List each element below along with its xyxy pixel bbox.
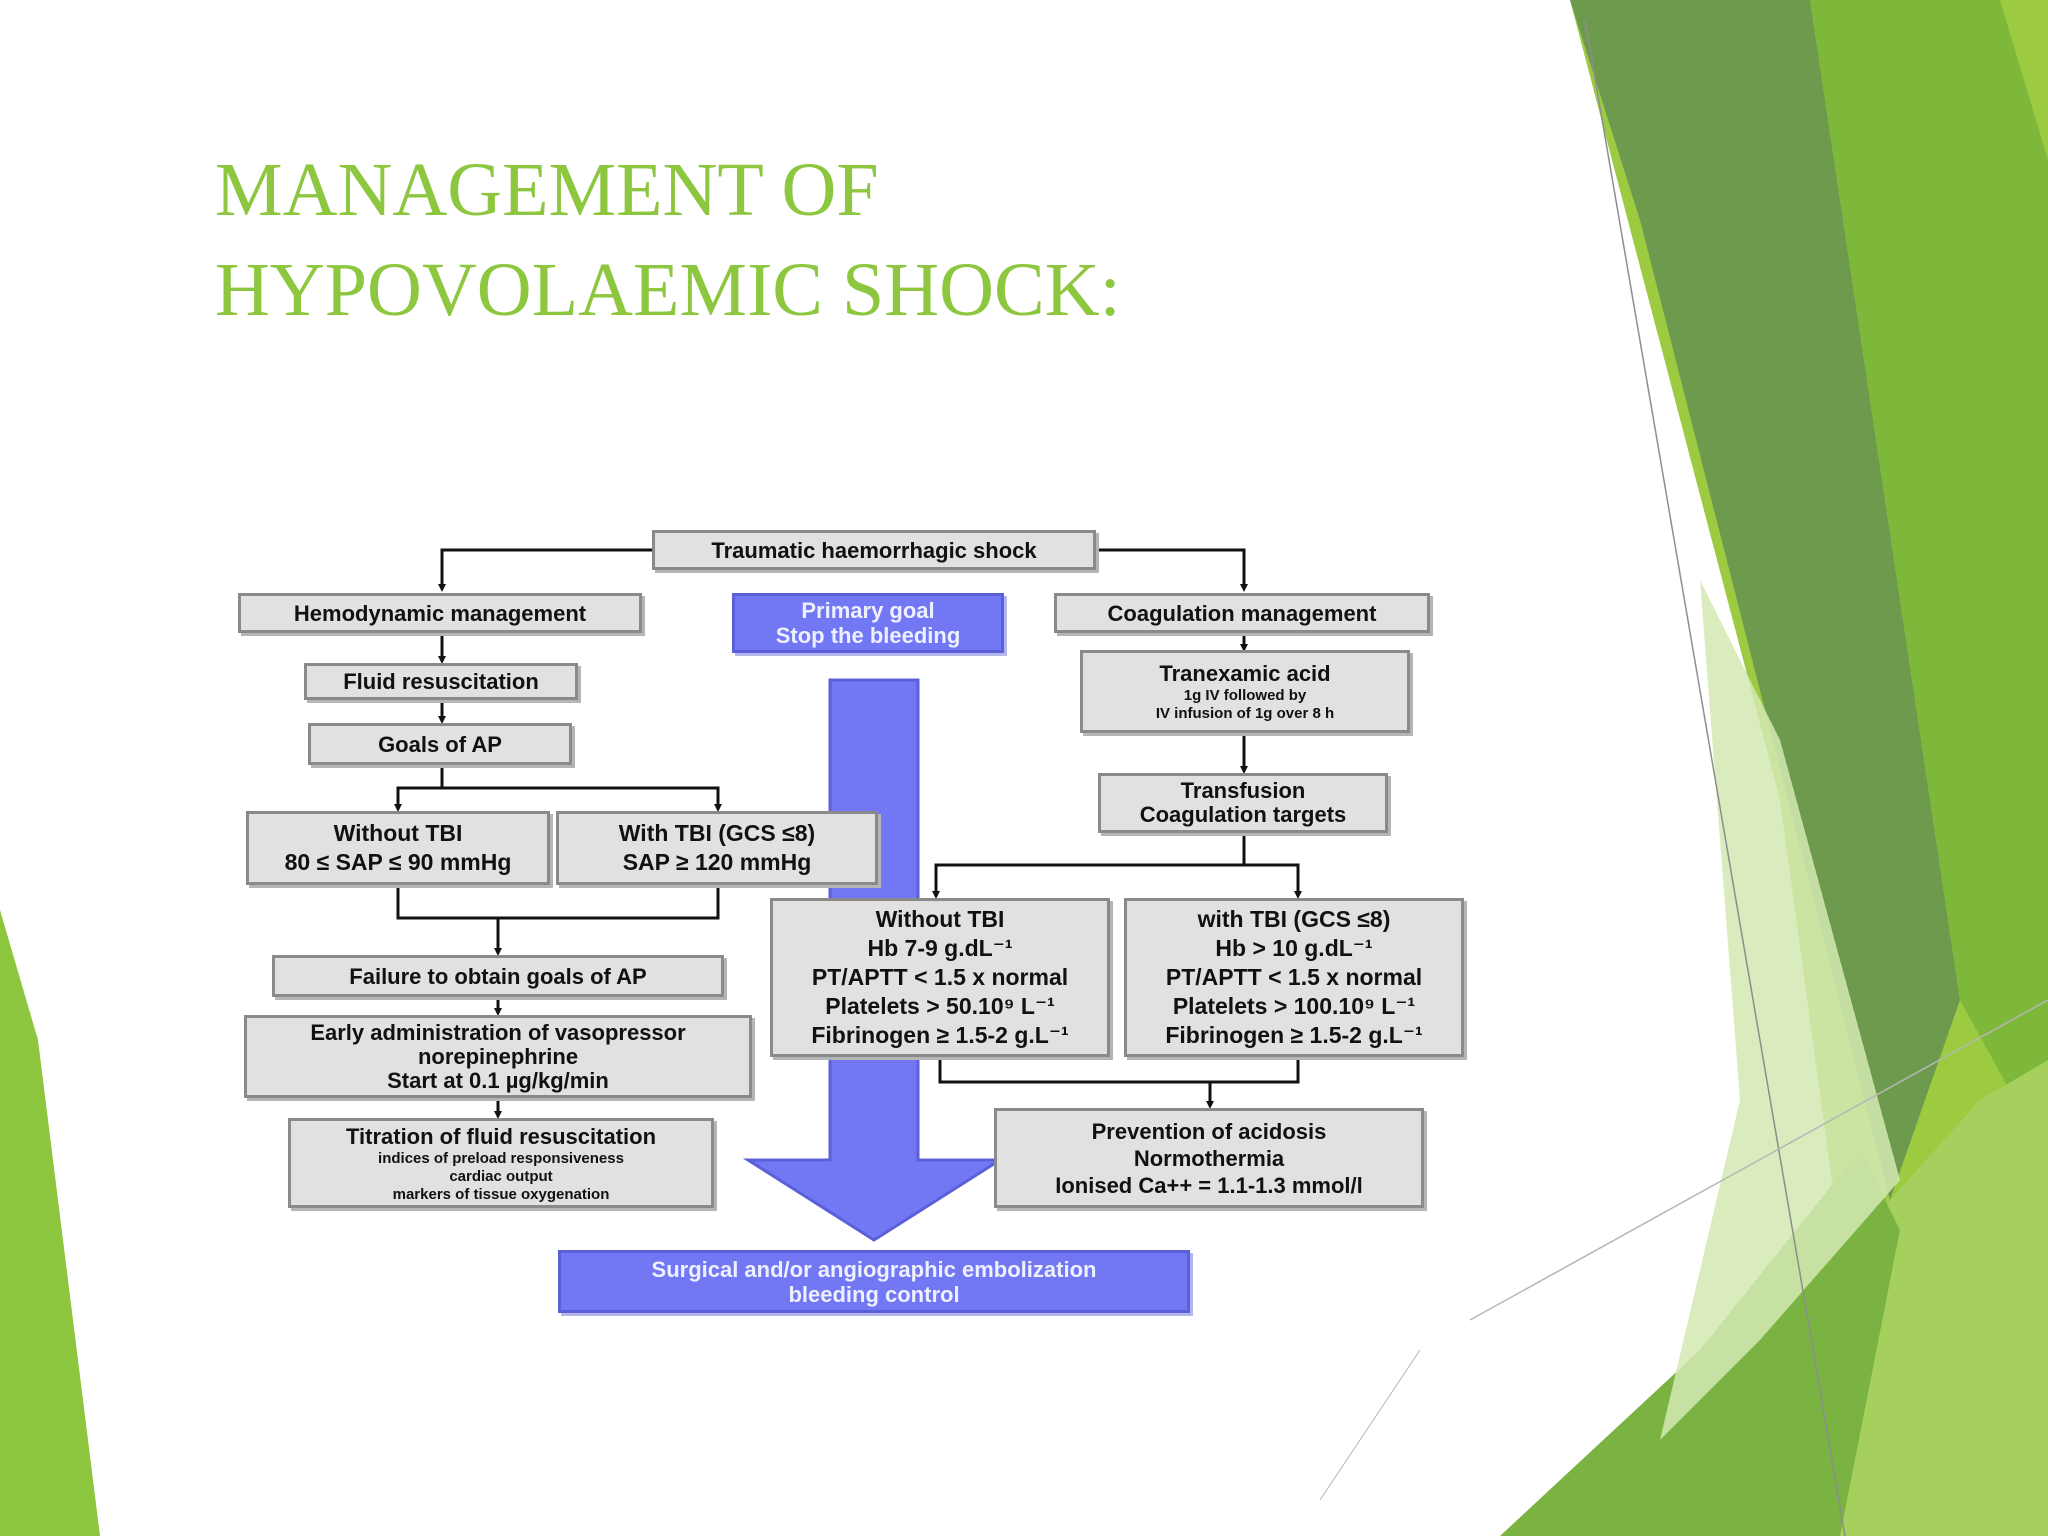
root-box-traumatic-shock: Traumatic haemorrhagic shock [652,530,1096,570]
deco-line-2 [1469,999,2048,1321]
with-tbi-sap-line-2: SAP ≥ 120 mmHg [622,849,812,875]
primary-goal-box: Primary goal Stop the bleeding [732,593,1004,653]
deco-line-1 [1584,19,1846,1536]
titration-line-3: cardiac output [449,1167,553,1185]
slide-title-line-2: HYPOVOLAEMIC SHOCK: [215,248,1121,332]
slide-title-line-1: MANAGEMENT OF [215,148,879,232]
without-tbi-sap-line-2: 80 ≤ SAP ≤ 90 mmHg [284,849,512,875]
titration-line-1: Titration of fluid resuscitation [345,1123,657,1149]
without-tbi-sap-box: Without TBI 80 ≤ SAP ≤ 90 mmHg [246,811,550,885]
deco-shape-pale [1660,580,1900,1440]
failure-goals-ap-box: Failure to obtain goals of AP [272,955,724,997]
vasopressor-box: Early administration of vasopressor nore… [244,1015,752,1098]
vasopressor-line-2: norepinephrine [417,1043,579,1069]
connector-merge-right [498,885,720,920]
final-line-2: bleeding control [788,1281,960,1307]
coag-without-tbi-box: Without TBI Hb 7-9 g.dL⁻¹ PT/APTT < 1.5 … [770,898,1110,1057]
coagulation-management-label: Coagulation management [1107,600,1377,626]
primary-goal-line-1: Primary goal [801,598,935,623]
prevention-line-1: Prevention of acidosis [1091,1118,1327,1144]
coagulation-management-box: Coagulation management [1054,593,1430,633]
connector-goals-split-right [442,786,722,812]
coag-without-tbi-line-2: Hb 7-9 g.dL⁻¹ [867,935,1013,961]
flowchart: Traumatic haemorrhagic shock Primary goa… [220,520,1490,1320]
failure-goals-ap-label: Failure to obtain goals of AP [349,963,647,989]
deco-line-3 [1319,1349,1421,1501]
without-tbi-sap-line-1: Without TBI [333,820,463,846]
tranexamic-acid-box: Tranexamic acid 1g IV followed by IV inf… [1080,650,1410,733]
coag-without-tbi-line-1: Without TBI [875,906,1005,932]
hemodynamic-management-box: Hemodynamic management [238,593,642,633]
coag-with-tbi-line-1: with TBI (GCS ≤8) [1197,906,1391,932]
connector-root-left [438,548,652,592]
transfusion-line-1: Transfusion [1180,778,1306,803]
tranexamic-line-2: 1g IV followed by [1183,687,1307,704]
connector-targets-merge [938,1057,1300,1084]
connector-transfusion-split-right [1244,863,1302,899]
coag-with-tbi-box: with TBI (GCS ≤8) Hb > 10 g.dL⁻¹ PT/APTT… [1124,898,1464,1057]
coag-without-tbi-line-5: Fibrinogen ≥ 1.5-2 g.L⁻¹ [811,1022,1069,1048]
connector-root-right [1096,548,1248,592]
titration-box: Titration of fluid resuscitation indices… [288,1118,714,1208]
root-label: Traumatic haemorrhagic shock [711,537,1037,563]
with-tbi-sap-line-1: With TBI (GCS ≤8) [618,820,816,846]
coag-with-tbi-line-4: Platelets > 100.10⁹ L⁻¹ [1172,993,1416,1019]
transfusion-line-2: Coagulation targets [1139,802,1347,827]
coag-without-tbi-line-3: PT/APTT < 1.5 x normal [811,964,1069,990]
vasopressor-line-1: Early administration of vasopressor [310,1019,686,1045]
hemodynamic-management-label: Hemodynamic management [293,600,587,626]
with-tbi-sap-box: With TBI (GCS ≤8) SAP ≥ 120 mmHg [556,811,878,885]
tranexamic-line-3: IV infusion of 1g over 8 h [1155,705,1335,722]
fluid-resuscitation-label: Fluid resuscitation [343,669,539,694]
prevention-line-3: Ionised Ca++ = 1.1-1.3 mmol/l [1055,1172,1363,1198]
slide-title: MANAGEMENT OF HYPOVOLAEMIC SHOCK: [215,140,1121,340]
deco-shape-right-dark [1570,0,1960,1200]
titration-line-4: markers of tissue oxygenation [392,1185,610,1203]
titration-line-2: indices of preload responsiveness [378,1149,624,1167]
prevention-line-2: Normothermia [1133,1145,1285,1171]
connector-transfusion-split [932,833,1246,899]
tranexamic-line-1: Tranexamic acid [1159,661,1331,686]
transfusion-box: Transfusion Coagulation targets [1098,773,1388,833]
prevention-box: Prevention of acidosis Normothermia Ioni… [994,1108,1424,1208]
deco-shape-left [0,910,100,1536]
coag-with-tbi-line-2: Hb > 10 g.dL⁻¹ [1215,935,1373,961]
connector-goals-split [394,765,444,812]
coag-with-tbi-line-3: PT/APTT < 1.5 x normal [1165,964,1423,990]
vasopressor-line-3: Start at 0.1 µg/kg/min [387,1067,609,1093]
final-embolization-box: Surgical and/or angiographic embolizatio… [558,1250,1190,1313]
final-line-1: Surgical and/or angiographic embolizatio… [651,1256,1097,1282]
deco-shape-right-mid [1810,0,2048,1160]
connector-merge-left [396,885,498,920]
primary-goal-line-2: Stop the bleeding [775,623,961,648]
coag-without-tbi-line-4: Platelets > 50.10⁹ L⁻¹ [825,993,1055,1019]
goals-of-ap-label: Goals of AP [378,731,502,757]
goals-of-ap-box: Goals of AP [308,723,572,765]
fluid-resuscitation-box: Fluid resuscitation [304,663,578,700]
coag-with-tbi-line-5: Fibrinogen ≥ 1.5-2 g.L⁻¹ [1165,1022,1423,1048]
